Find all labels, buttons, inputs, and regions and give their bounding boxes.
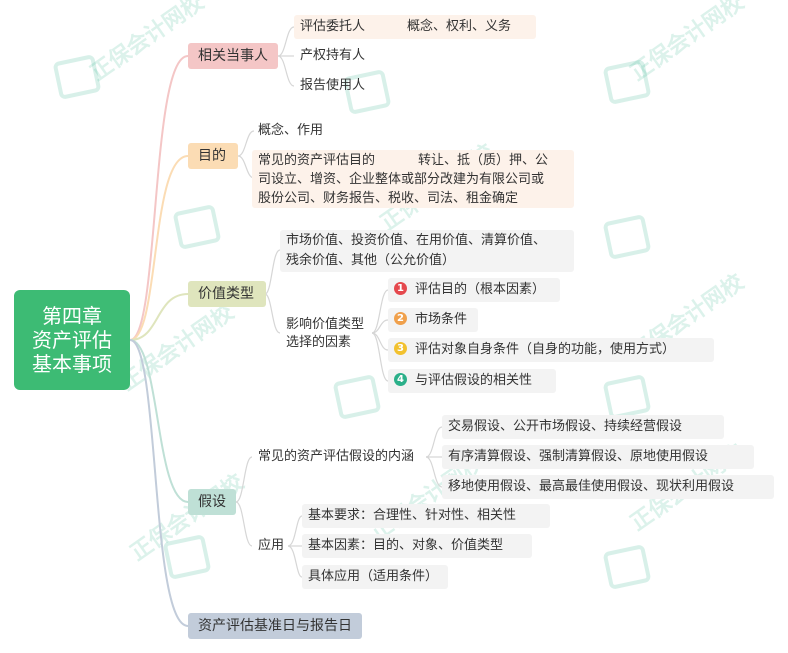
leaf-apply-item: 基本要求：合理性、针对性、相关性 [302, 504, 550, 528]
leaf-client-note: 概念、权利、义务 [407, 19, 512, 34]
factor-item: 3 评估对象自身条件（自身的功能，使用方式） [388, 338, 714, 362]
factor-text: 市场条件 [415, 312, 468, 327]
common-purposes-detail: 转让、抵（质）押、公 [418, 153, 549, 168]
root-connector [129, 55, 189, 341]
factors-label-line: 影响价值类型 [286, 317, 365, 332]
branch1-connector [277, 26, 295, 57]
branch3-connector [371, 332, 389, 382]
leaf-apply-item: 具体应用（适用条件） [302, 565, 448, 589]
factor-number-icon: 4 [394, 373, 407, 386]
leaf-owner: 产权持有人 [300, 48, 366, 63]
leaf-report-user: 报告使用人 [300, 78, 366, 93]
branch-value-types: 价值类型 [188, 281, 266, 307]
common-purposes-line: 常见的资产评估目的 转让、抵（质）押、公 [258, 151, 568, 170]
leaf-meaning-item: 有序清算假设、强制清算假设、原地使用假设 [442, 445, 754, 469]
branch2-connector [237, 130, 255, 157]
factor-number-icon: 1 [394, 282, 407, 295]
factor-item: 2 市场条件 [388, 308, 478, 332]
factors-label-line: 选择的因素 [286, 335, 352, 350]
leaf-client-label: 评估委托人 [300, 19, 366, 34]
branch3-connector [264, 293, 281, 334]
leaf-apply-item: 基本因素：目的、对象、价值类型 [302, 534, 532, 558]
leaf-influencing-factors: 影响价值类型 选择的因素 [280, 316, 370, 352]
root-topic: 第四章 资产评估 基本事项 [14, 290, 130, 390]
value-type-line: 市场价值、投资价值、在用价值、清算价值、 [286, 233, 547, 248]
branch4-connector [287, 545, 303, 578]
branch-parties: 相关当事人 [188, 43, 278, 69]
common-purposes-line: 股份公司、财务报告、税收、司法、租金确定 [258, 191, 519, 206]
branch3-connector [371, 319, 389, 334]
leaf-meaning-item: 移地使用假设、最高最佳使用假设、现状利用假设 [442, 475, 774, 499]
factor-text: 与评估假设的相关性 [415, 373, 533, 388]
root-connector [129, 339, 189, 627]
branch3-connector [371, 289, 389, 334]
branch4-connector [235, 456, 253, 503]
factor-text: 评估目的（根本因素） [415, 282, 546, 297]
factor-item: 4 与评估假设的相关性 [388, 369, 556, 393]
leaf-concept-function: 概念、作用 [258, 123, 324, 138]
branch4-connector [235, 501, 253, 547]
branch4-connector [425, 426, 443, 458]
leaf-client: 评估委托人 概念、权利、义务 [294, 15, 536, 39]
leaf-meaning-item: 交易假设、公开市场假设、持续经营假设 [442, 415, 724, 439]
factor-item: 1 评估目的（根本因素） [388, 278, 560, 302]
leaf-value-type-list: 市场价值、投资价值、在用价值、清算价值、 残余价值、其他（公允价值） [280, 230, 574, 272]
factor-text: 评估对象自身条件（自身的功能，使用方式） [415, 342, 676, 357]
branch4-connector [287, 515, 303, 547]
common-purposes-label: 常见的资产评估目的 [258, 153, 376, 168]
branch-purpose: 目的 [188, 143, 238, 169]
common-purposes-line: 司设立、增资、企业整体或部分改建为有限公司或 [258, 172, 545, 187]
branch-base-date: 资产评估基准日与报告日 [188, 613, 362, 639]
root-connector [129, 339, 189, 503]
factor-number-icon: 3 [394, 342, 407, 355]
leaf-common-purposes: 常见的资产评估目的 转让、抵（质）押、公 司设立、增资、企业整体或部分改建为有限… [252, 150, 574, 208]
root-title-line: 第四章 [42, 304, 102, 328]
root-connector [129, 155, 189, 341]
branch1-connector [277, 55, 295, 87]
root-connector [129, 293, 189, 341]
value-type-line: 残余价值、其他（公允价值） [286, 253, 456, 268]
branch3-connector [264, 249, 281, 295]
leaf-assumption-meaning: 常见的资产评估假设的内涵 [258, 449, 415, 464]
branch-assumptions: 假设 [188, 489, 236, 515]
factor-number-icon: 2 [394, 312, 407, 325]
branch4-connector [425, 456, 443, 488]
root-title-line: 资产评估 [32, 328, 112, 352]
root-title-line: 基本事项 [32, 352, 112, 376]
leaf-application: 应用 [258, 538, 285, 553]
